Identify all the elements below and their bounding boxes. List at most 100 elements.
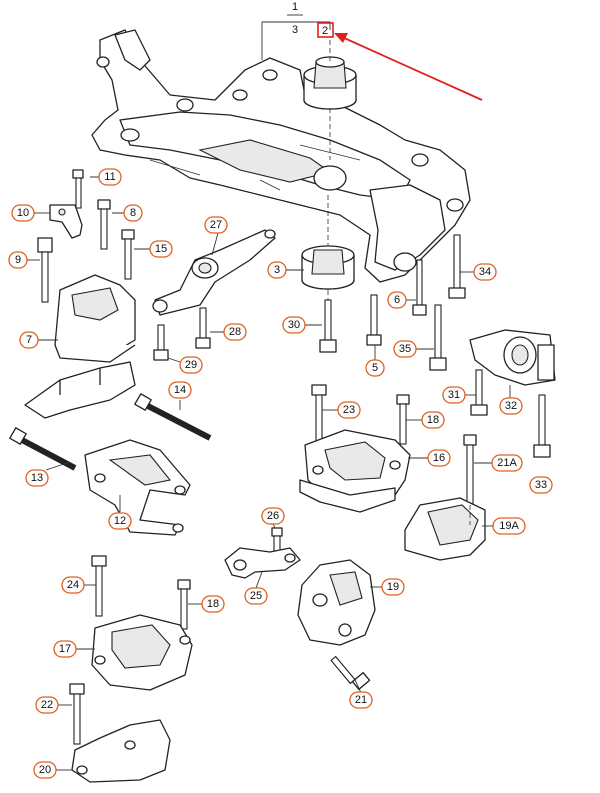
bolt-6 [412,259,427,316]
callout-23: 23 [337,401,361,419]
callout-21a: 21A [491,454,523,472]
bolt-28 [195,307,211,349]
callout-29: 29 [179,356,203,374]
bolt-5 [366,294,382,346]
callout-17: 17 [53,640,77,658]
svg-text:3: 3 [274,264,280,276]
callout-3-top: 3 [292,24,298,36]
engine-mount-7 [54,274,136,363]
svg-text:17: 17 [59,643,71,655]
red-arrow [334,33,483,101]
callout-18b: 18 [201,595,225,613]
bolt-21a [463,434,477,506]
callout-16: 16 [427,449,451,467]
svg-text:19: 19 [387,581,399,593]
bolt-33 [533,394,551,458]
svg-text:35: 35 [399,343,411,355]
bolt-35 [429,304,447,371]
bolt-18b [177,579,191,630]
callout-35: 35 [393,340,417,358]
callout-3: 3 [267,261,287,279]
bracket-12 [84,439,191,536]
bolt-34 [448,234,466,299]
callout-6: 6 [387,291,407,309]
bushing-2 [303,56,357,110]
bearing-32 [469,329,556,386]
svg-text:21: 21 [355,694,367,706]
svg-text:26: 26 [267,510,279,522]
callout-32: 32 [499,397,523,415]
svg-text:22: 22 [41,699,53,711]
callout-27: 27 [204,216,228,234]
bolt-8 [97,199,111,250]
torque-arm [152,229,276,316]
callout-8: 8 [123,204,143,222]
callout-33: 33 [529,476,553,494]
callout-19a: 19A [492,517,526,535]
svg-text:8: 8 [130,207,136,219]
bracket-20 [71,719,171,783]
bolt-31 [470,369,488,416]
callout-30: 30 [282,316,306,334]
callout-15: 15 [149,240,173,258]
callout-5: 5 [365,359,385,377]
bracket-19 [297,559,376,646]
svg-text:32: 32 [505,400,517,412]
svg-text:20: 20 [39,764,51,776]
bolt-30 [319,299,337,353]
callout-19: 19 [381,578,405,596]
svg-text:5: 5 [372,362,378,374]
bolt-9 [37,237,53,303]
svg-text:9: 9 [15,254,21,266]
mount-17 [91,614,193,691]
callout-bracket [261,21,331,60]
svg-text:16: 16 [433,452,445,464]
callout-24: 24 [61,576,85,594]
callout-13: 13 [25,469,49,487]
svg-text:29: 29 [185,359,197,371]
svg-text:13: 13 [31,472,43,484]
callout-21: 21 [349,691,373,709]
callout-11: 11 [98,168,122,186]
callout-31: 31 [442,386,466,404]
mount-19a [404,497,486,561]
callout-9: 9 [8,251,28,269]
callout-14: 14 [168,381,192,399]
mount-16 [299,429,411,513]
svg-text:33: 33 [535,479,547,491]
bolt-13 [9,427,77,471]
bolt-15 [121,229,135,280]
bolt-11 [72,169,84,209]
svg-text:7: 7 [26,334,32,346]
svg-text:14: 14 [174,384,186,396]
svg-text:24: 24 [67,579,79,591]
svg-text:12: 12 [114,515,126,527]
callout-7: 7 [19,331,39,349]
bolt-18a [396,394,410,445]
callout-26: 26 [261,507,285,525]
svg-text:21A: 21A [497,457,517,469]
bracket-10 [49,204,83,239]
svg-text:34: 34 [479,266,491,278]
bolt-21 [330,655,371,690]
highlight-box-2 [317,22,334,38]
bolt-14 [134,393,212,441]
svg-text:19A: 19A [499,520,519,532]
dash-line-bushing [327,40,331,310]
svg-text:31: 31 [448,389,460,401]
svg-text:25: 25 [250,590,262,602]
subframe [91,29,471,283]
svg-text:27: 27 [210,219,222,231]
svg-text:28: 28 [229,326,241,338]
callout-28: 28 [223,323,247,341]
svg-text:11: 11 [104,171,115,183]
svg-text:18: 18 [427,414,439,426]
callout-1: 1 [292,1,298,13]
svg-text:30: 30 [288,319,300,331]
bolt-24 [91,555,107,617]
link-25 [224,547,301,579]
callout-22: 22 [35,696,59,714]
svg-text:15: 15 [155,243,167,255]
bolt-22 [69,683,85,745]
